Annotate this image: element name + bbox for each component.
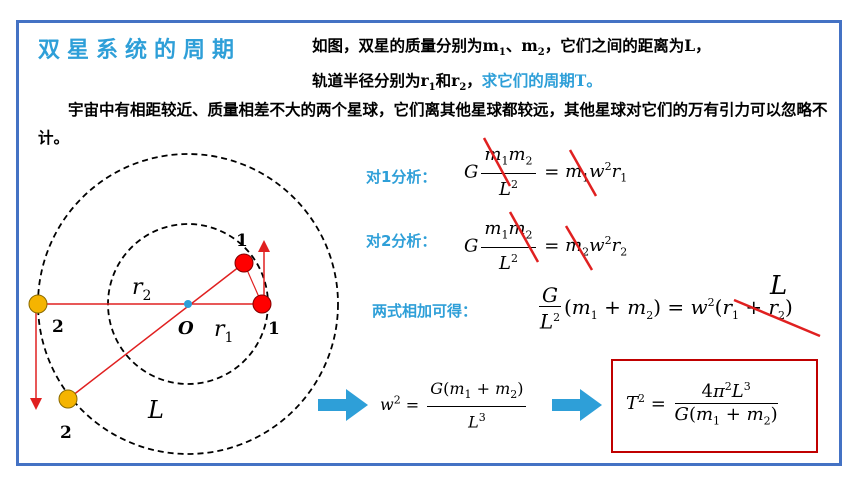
label-distance-l: L [147, 396, 164, 424]
star-1-upper [234, 253, 254, 273]
cancel-eq1-right [568, 149, 598, 197]
diagonal-line [67, 262, 245, 400]
label-r1: r1 [214, 317, 233, 346]
cancel-eq2-left [508, 211, 540, 263]
label-analysis-2: 对2分析： [366, 232, 437, 250]
label-r2: r2 [132, 275, 151, 304]
equation-omega: w2 = G(m1 + m2)L3 [380, 378, 529, 434]
star-2 [28, 294, 48, 314]
label-center-o: O [178, 318, 194, 339]
center-point [184, 300, 192, 308]
right-arrow-icon [318, 389, 368, 421]
cancel-eq1-left [482, 137, 512, 187]
label-cancel-l: L [769, 271, 787, 301]
intro-text: 如图，双星的质量分别为m1、m2，它们之间的距离为L， 轨道半径分别为r1和r2… [312, 32, 832, 102]
cancel-eq-sum [733, 298, 821, 338]
answer-box [611, 359, 818, 453]
intro-line-1: 如图，双星的质量分别为m1、m2，它们之间的距离为L， [312, 36, 711, 59]
star-2-lower [58, 389, 78, 409]
label-star2-left: 2 [52, 317, 64, 337]
cancel-eq2-right [564, 225, 594, 271]
intro-line-2: 轨道半径分别为r1和r2，求它们的周期T。 [312, 71, 602, 94]
label-star1-top: 1 [236, 231, 248, 251]
right-arrow-icon-2 [552, 389, 602, 421]
label-sum: 两式相加可得： [372, 302, 478, 320]
question-text: 求它们的周期T。 [481, 71, 602, 91]
star-1 [252, 294, 272, 314]
slide-frame [16, 20, 842, 466]
page-title: 双星系统的周期 [38, 38, 242, 63]
label-star1-right: 1 [268, 319, 280, 339]
label-analysis-1: 对1分析： [366, 168, 437, 186]
paragraph: 宇宙中有相距较近、质量相差不大的两个星球，它们离其他星球都较远，其他星球对它们的… [38, 100, 828, 147]
label-star2-bottom: 2 [60, 423, 72, 443]
